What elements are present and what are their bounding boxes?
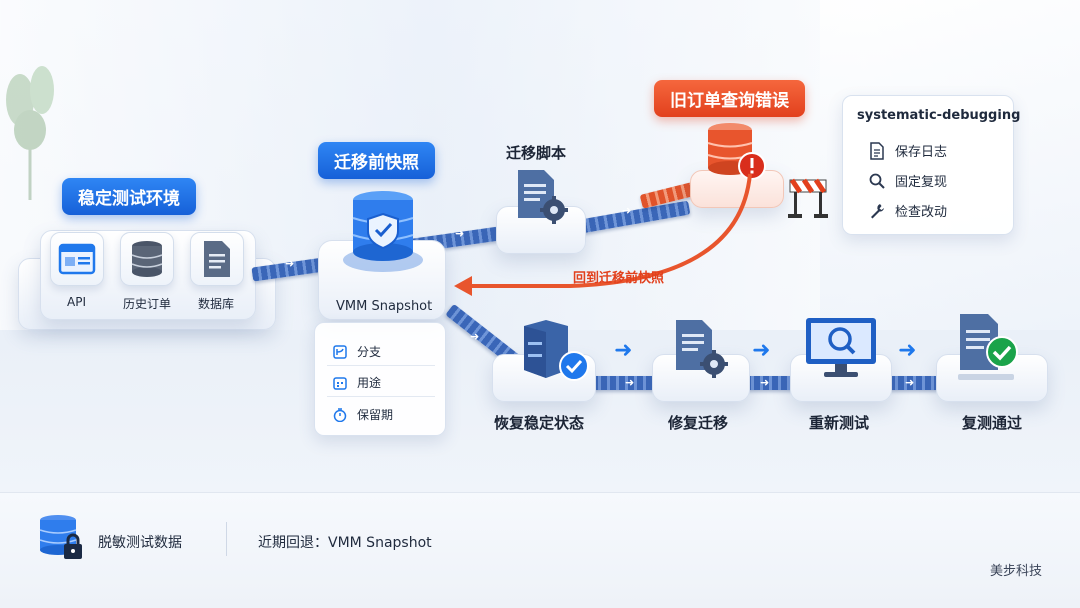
database-icon xyxy=(131,241,163,277)
database-lock-icon xyxy=(39,515,82,559)
snapshot-caption: VMM Snapshot xyxy=(336,299,433,314)
debugging-item-save-logs: 保存日志 xyxy=(869,141,947,160)
snapshot-database-shield-icon xyxy=(343,191,423,272)
snapshot-detail-label: 分支 xyxy=(357,345,382,359)
snapshot-detail-label: 保留期 xyxy=(357,408,394,422)
footer-divider xyxy=(226,522,227,556)
step-arrow-1: ➜ xyxy=(614,338,633,363)
track-arrow: ➜ xyxy=(285,257,295,270)
migration-title: 迁移脚本 xyxy=(506,144,567,162)
snapshot-detail-branch: 分支 xyxy=(333,343,381,360)
env-tile-api xyxy=(50,232,104,286)
env-tile-orders xyxy=(120,232,174,286)
monitor-search-icon xyxy=(806,318,876,377)
env-item-label-api: API xyxy=(67,295,86,309)
barrier-icon xyxy=(788,178,828,218)
database-error-icon xyxy=(707,123,766,180)
track-arrow: ➜ xyxy=(625,376,635,389)
debugging-item-label: 固定复现 xyxy=(895,175,948,190)
step-label-restore: 恢复稳定状态 xyxy=(494,414,585,432)
calendar-icon xyxy=(333,376,347,390)
rollback-label: 回到迁移前快照 xyxy=(573,271,665,286)
step-label-passed: 复测通过 xyxy=(962,414,1023,432)
footer-recent: 近期回退：VMM Snapshot xyxy=(258,535,432,551)
document-icon xyxy=(204,241,230,277)
footer-left-label: 脱敏测试数据 xyxy=(98,535,182,551)
debugging-item-label: 保存日志 xyxy=(895,145,948,160)
track-arrow: ➜ xyxy=(455,227,465,240)
log-file-icon xyxy=(870,141,884,160)
divider xyxy=(327,365,435,366)
timer-icon xyxy=(333,407,347,422)
debugging-item-label: 检查改动 xyxy=(895,205,948,220)
snapshot-details-panel: 分支 用途 保留期 xyxy=(314,322,446,436)
snapshot-detail-purpose: 用途 xyxy=(333,374,381,391)
footer-brand: 美步科技 xyxy=(990,564,1043,579)
server-check-icon xyxy=(524,320,589,381)
debugging-title: systematic-debugging xyxy=(857,108,1021,123)
debugging-item-check-changes: 检查改动 xyxy=(869,201,947,220)
env-title: 稳定测试环境 xyxy=(62,178,196,215)
debugging-item-reproduce: 固定复现 xyxy=(869,171,947,190)
search-icon xyxy=(869,173,885,189)
snapshot-detail-label: 用途 xyxy=(357,376,382,390)
error-title: 旧订单查询错误 xyxy=(654,80,805,117)
snapshot-detail-retention: 保留期 xyxy=(333,406,393,423)
snapshot-title: 迁移前快照 xyxy=(318,142,435,179)
divider xyxy=(327,396,435,397)
wrench-icon xyxy=(871,203,884,218)
env-item-label-orders: 历史订单 xyxy=(123,297,172,311)
track-arrow: ➜ xyxy=(470,330,480,343)
browser-window-icon xyxy=(58,243,96,275)
env-item-label-db: 数据库 xyxy=(198,297,235,311)
branch-icon xyxy=(333,344,347,359)
step-arrow-3: ➜ xyxy=(898,338,917,363)
document-check-icon xyxy=(958,314,1018,380)
error-platform xyxy=(690,170,784,208)
step-label-fix: 修复迁移 xyxy=(668,414,729,432)
debugging-panel: systematic-debugging 保存日志 固定复现 检查改动 xyxy=(842,95,1020,235)
step-arrow-2: ➜ xyxy=(752,338,771,363)
track-arrow: ➜ xyxy=(622,204,632,217)
step-label-retest: 重新测试 xyxy=(809,414,870,432)
document-gear-icon xyxy=(676,320,728,378)
footer-bar xyxy=(0,492,1080,608)
track-arrow: ➜ xyxy=(760,376,770,389)
rollback-arrow xyxy=(454,173,752,296)
plant-decoration xyxy=(6,66,54,200)
script-gear-icon xyxy=(518,170,568,224)
track-arrow: ➜ xyxy=(905,376,915,389)
env-tile-db xyxy=(190,232,244,286)
